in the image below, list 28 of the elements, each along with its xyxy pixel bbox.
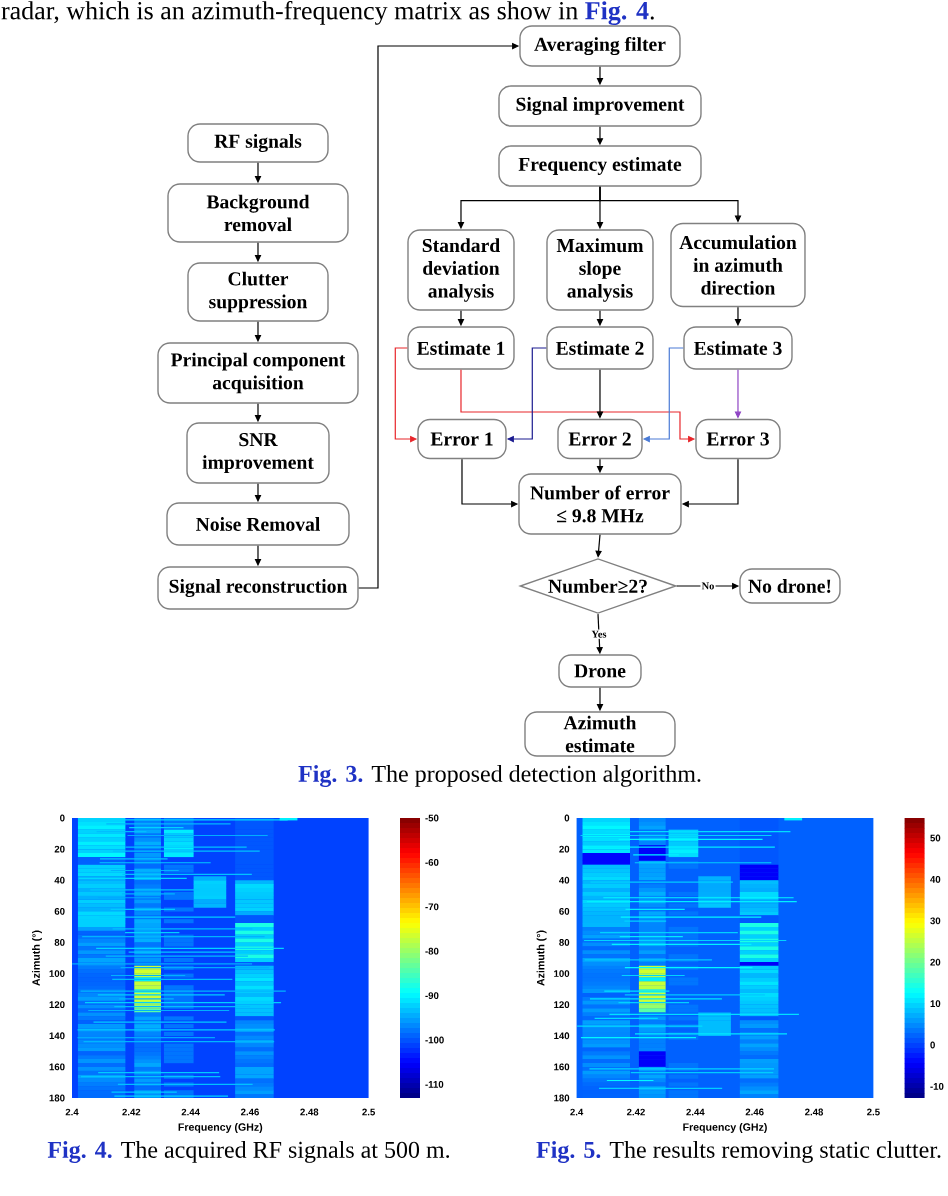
- process-box: Noise Removal: [166, 502, 350, 546]
- process-box: SNR improvement: [186, 422, 330, 484]
- process-box: Error 2: [557, 418, 643, 460]
- process-box: Standard deviation analysis: [407, 229, 515, 311]
- figure-caption: Fig. 4. The acquired RF signals at 500 m.: [47, 1141, 450, 1163]
- process-box: Azimuth estimate: [524, 711, 676, 757]
- process-box: Maximum slope analysis: [546, 229, 654, 311]
- process-box: Error 3: [695, 418, 781, 460]
- figure-caption: Fig. 3. The proposed detection algorithm.: [298, 765, 701, 787]
- process-box: Accumulation in azimuth direction: [670, 222, 806, 308]
- process-box: Estimate 1: [407, 326, 515, 370]
- process-box: Number of error ≤ 9.8 MHz: [518, 473, 682, 535]
- process-box: No drone!: [739, 568, 841, 604]
- arrow: [595, 534, 602, 558]
- process-box: Signal improvement: [498, 85, 702, 127]
- process-box: RF signals: [187, 123, 329, 163]
- process-box: Drone: [558, 654, 642, 688]
- process-box: Clutter suppression: [187, 262, 329, 322]
- process-box: Averaging filter: [519, 25, 681, 67]
- process-box: Background removal: [167, 183, 349, 243]
- process-box: Estimate 3: [683, 326, 793, 370]
- process-box: Frequency estimate: [498, 145, 702, 187]
- figure-caption: Fig. 5. The results removing static clutter.: [536, 1141, 941, 1163]
- body-text: radar, which is an azimuth-frequency matrix as show in Fig. 4.: [1, 0, 654, 25]
- process-box: Signal reconstruction: [157, 566, 359, 610]
- process-box: Error 1: [417, 418, 507, 460]
- process-box: Estimate 2: [546, 326, 654, 370]
- process-box: Principal component acquisition: [157, 342, 359, 404]
